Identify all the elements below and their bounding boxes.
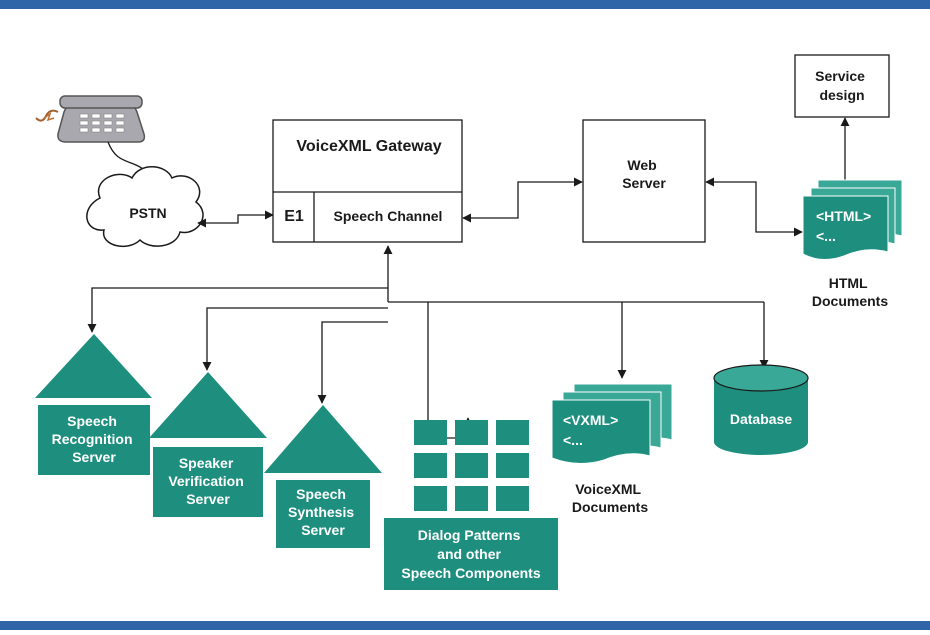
speech-synthesis-box bbox=[276, 480, 370, 548]
bottom-border bbox=[0, 621, 930, 630]
top-border bbox=[0, 0, 930, 9]
speech-synthesis-triangle bbox=[264, 405, 382, 473]
dialog-pattern-grid bbox=[414, 420, 529, 511]
speaker-verification-label: Speaker Verification Server bbox=[168, 455, 247, 507]
speech-recognition-triangle bbox=[35, 334, 152, 398]
voicexml-documents-icon bbox=[551, 383, 673, 464]
speech-recognition-label: Speech Recognition Server bbox=[52, 413, 137, 465]
database-icon bbox=[713, 364, 809, 455]
html-code-line-2: <... bbox=[816, 228, 836, 244]
e1-label: E1 bbox=[284, 208, 304, 225]
speech-channel-label: Speech Channel bbox=[334, 208, 443, 224]
telephone-icon bbox=[35, 95, 146, 143]
webserver-html-link bbox=[705, 177, 803, 237]
speech-synthesis-label: Speech Synthesis Server bbox=[288, 486, 358, 538]
web-server-label: Web Server bbox=[622, 157, 666, 191]
pstn-label: PSTN bbox=[129, 205, 166, 221]
gateway-title: VoiceXML Gateway bbox=[296, 138, 441, 155]
vxml-code-line-1: <VXML> bbox=[563, 412, 618, 428]
speech-recognition-box bbox=[38, 405, 150, 475]
service-design-label: Service design bbox=[815, 68, 869, 103]
html-code-line-1: <HTML> bbox=[816, 208, 871, 224]
database-label: Database bbox=[730, 411, 792, 427]
distribution-lines bbox=[87, 245, 769, 439]
voicexml-documents-caption: VoiceXML Documents bbox=[572, 481, 648, 515]
html-documents-caption: HTML Documents bbox=[812, 275, 888, 309]
service-design-box bbox=[794, 54, 890, 118]
voicexml-gateway bbox=[272, 119, 463, 243]
speaker-verification-box bbox=[153, 447, 263, 517]
speaker-verification-triangle bbox=[149, 372, 267, 438]
web-server-box bbox=[582, 119, 706, 243]
dialog-patterns-box bbox=[384, 518, 558, 590]
pstn-gateway-link bbox=[197, 210, 274, 228]
vxml-code-line-2: <... bbox=[563, 432, 583, 448]
gateway-webserver-link bbox=[462, 177, 583, 223]
dialog-patterns-label: Dialog Patterns and other Speech Compone… bbox=[401, 527, 540, 581]
html-documents-icon bbox=[802, 179, 903, 260]
